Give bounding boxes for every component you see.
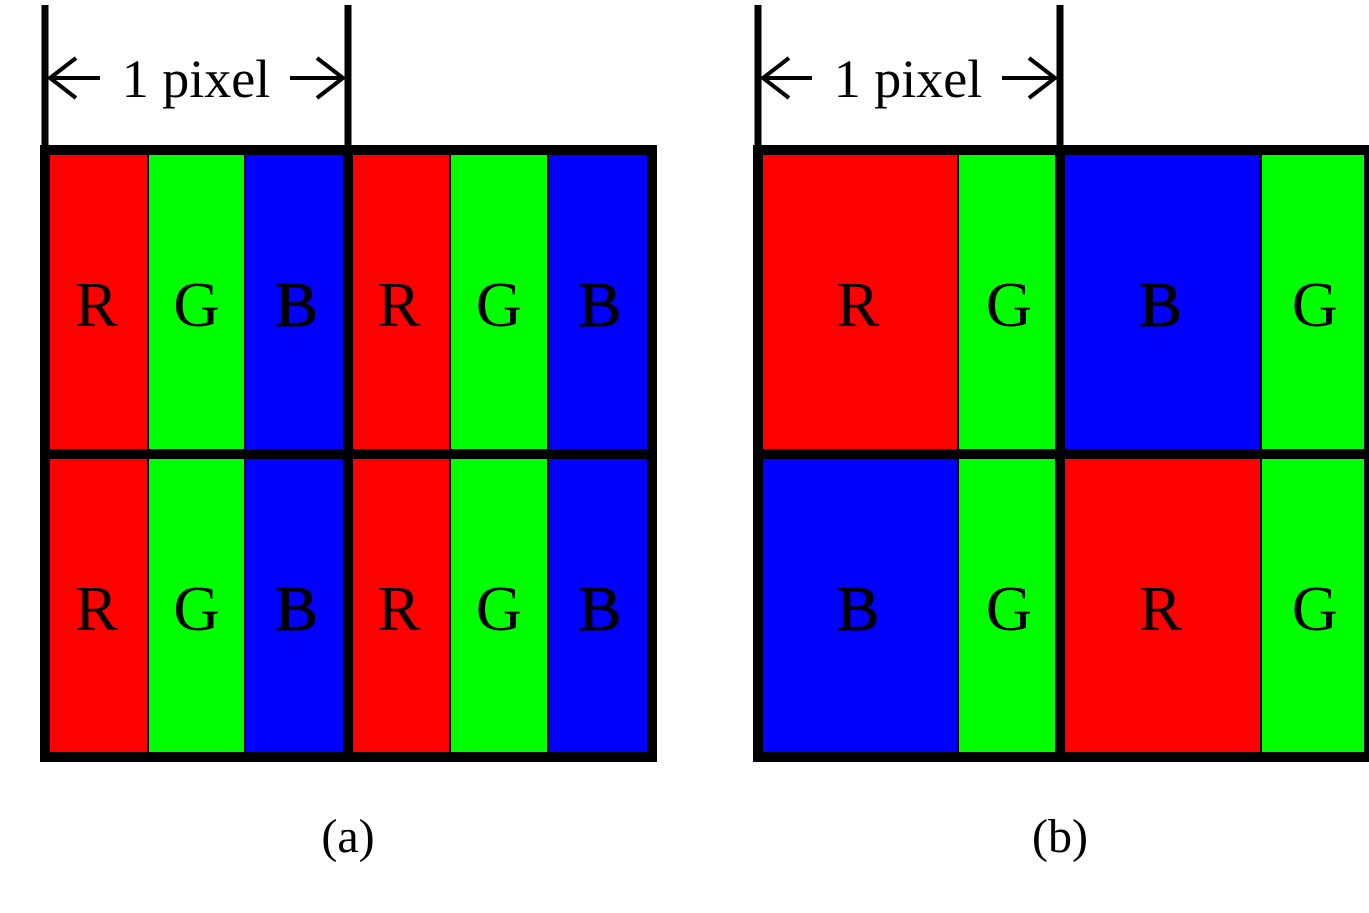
panel-a-subpixel-label: R: [75, 573, 118, 644]
panel-b-subpixel-label: B: [1139, 269, 1182, 340]
panel-a-subpixel-label: R: [378, 573, 421, 644]
panel-a-subpixel-label: R: [378, 269, 421, 340]
panel-b-subpixel-blue: [1059, 149, 1262, 455]
panel-a-subpixel-red: [347, 453, 451, 759]
panel-b-pixel-dimension-marker: 1 pixel: [754, 5, 1064, 150]
panel-a-subpixel-label: B: [579, 269, 622, 340]
panel-a-subpixel-green: [449, 453, 549, 759]
panel-a-subpixel-label: G: [476, 269, 522, 340]
panel-a-subpixel-label: B: [275, 269, 318, 340]
panel-a-pixel-dimension-marker: 1 pixel: [41, 5, 352, 150]
panel-b-subpixel-label: G: [1292, 269, 1338, 340]
panel-b-left-arrowhead-icon: [759, 56, 791, 100]
panel-b-caption: (b): [1032, 810, 1088, 863]
panel-a-subpixel-label: B: [275, 573, 318, 644]
panel-b-subpixel-label: G: [986, 269, 1032, 340]
panel-a-right-arrowhead-icon: [315, 56, 347, 100]
panel-b-subpixel-red: [757, 149, 959, 455]
panel-a-subpixel-label: G: [476, 573, 522, 644]
panel-a-subpixel-label: G: [173, 573, 219, 644]
panel-b-subpixel-green: [1260, 453, 1369, 759]
panel-a-subpixel-red: [44, 453, 149, 759]
panel-b-subpixel-label: B: [837, 573, 880, 644]
panel-b-subpixel-blue: [757, 453, 959, 759]
panel-a-subpixel-red: [44, 149, 149, 455]
panel-a-subpixel-label: B: [579, 573, 622, 644]
panel-a-subpixel-green: [147, 453, 246, 759]
panel-b-subpixel-green: [957, 149, 1061, 455]
panel-b-subpixel-label: G: [986, 573, 1032, 644]
panel-a-subpixel-blue: [547, 149, 653, 455]
panel-b-subpixel-label: G: [1292, 573, 1338, 644]
panel-b-subpixel-label: R: [837, 269, 880, 340]
panel-a-subpixel-label: R: [75, 269, 118, 340]
panel-b-right-arrowhead-icon: [1027, 56, 1059, 100]
panel-a-left-arrowhead-icon: [46, 56, 78, 100]
panel-a-dimension-label: 1 pixel: [122, 49, 270, 109]
panel-b-subpixel-green: [957, 453, 1061, 759]
panel-a-subpixel-label: G: [173, 269, 219, 340]
panel-b-subpixel-label: R: [1139, 573, 1182, 644]
panel-b-dimension-label: 1 pixel: [834, 49, 982, 109]
panel-b-rgbg-pentile: R G B G B G R G 1 pixel (b): [753, 5, 1369, 863]
panel-a-caption: (a): [321, 810, 374, 863]
